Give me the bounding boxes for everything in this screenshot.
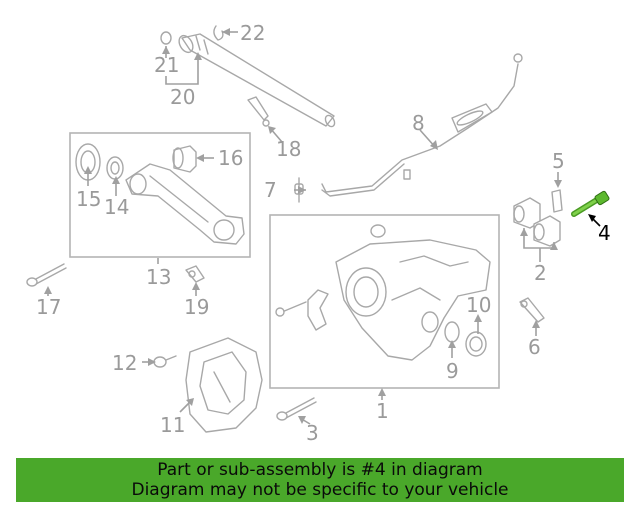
callout-16: 16: [218, 146, 243, 170]
seal-9: [444, 321, 460, 343]
callout-17: 17: [36, 295, 61, 319]
bolt-4-highlighted: [571, 190, 610, 217]
bolt-17: [26, 263, 67, 287]
plug: [370, 224, 386, 238]
clip-19: [185, 265, 205, 283]
callout-4: 4: [598, 221, 611, 245]
callout-2: 2: [534, 261, 547, 285]
harness-8: [321, 53, 523, 197]
callout-6: 6: [528, 335, 541, 359]
callout-22: 22: [240, 21, 265, 45]
callout-5: 5: [552, 149, 565, 173]
callout-14: 14: [104, 195, 129, 219]
info-banner: Part or sub-assembly is #4 in diagram Di…: [16, 458, 624, 502]
carrier-housing-1: [335, 239, 491, 361]
clip-22: [213, 25, 224, 41]
callout-10: 10: [466, 293, 491, 317]
seal-15: [75, 143, 101, 181]
sensor-18: [247, 96, 270, 127]
callout-15: 15: [76, 187, 101, 211]
callout-7: 7: [264, 178, 277, 202]
arrowheads: [44, 28, 596, 424]
cover-11: [185, 337, 263, 433]
callout-11: 11: [160, 413, 185, 437]
callout-9: 9: [446, 359, 459, 383]
bearing-14: [106, 156, 124, 180]
bolt-12: [153, 355, 177, 368]
bolt-3: [276, 397, 317, 421]
callout-1: 1: [376, 399, 389, 423]
callout-19: 19: [184, 295, 209, 319]
bushings-2: [513, 197, 561, 247]
callout-20: 20: [170, 85, 195, 109]
carrier-group-box: [269, 214, 500, 389]
callout-3: 3: [306, 421, 319, 445]
callout-8: 8: [412, 111, 425, 135]
callout-18: 18: [276, 137, 301, 161]
callout-12: 12: [112, 351, 137, 375]
callout-21: 21: [154, 53, 179, 77]
axle-shaft: [178, 33, 336, 128]
callout-labels: 22 21 20 18 8 16 7 15 14 13 17 19 5 4 2 …: [36, 21, 611, 445]
clip-6: [519, 297, 545, 323]
bracket-5: [551, 189, 563, 213]
housing-group-box: [69, 132, 251, 258]
bushing-16: [172, 145, 197, 173]
seal-10: [465, 331, 487, 357]
bolt-and-bracket: [275, 289, 329, 331]
retaining-ring-21: [160, 31, 172, 45]
callout-13: 13: [146, 265, 171, 289]
axle-tube-13: [125, 163, 245, 245]
banner-line-2: Diagram may not be specific to your vehi…: [131, 480, 509, 500]
banner-line-1: Part or sub-assembly is #4 in diagram: [157, 460, 483, 480]
